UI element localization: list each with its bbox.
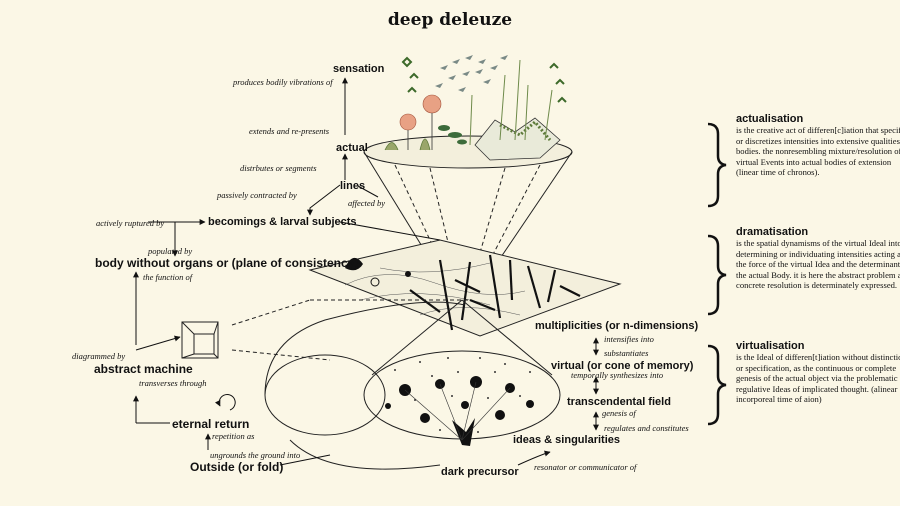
- rel-function-of: the function of: [143, 272, 193, 282]
- node-outside: Outside (or fold): [190, 460, 284, 474]
- node-virtual: virtual (or cone of memory): [551, 360, 694, 372]
- section-virtualisation: virtualisation is the Ideal of differen[…: [736, 340, 900, 405]
- rel-ruptured: actively ruptured by: [96, 218, 165, 228]
- node-actual: actual: [336, 142, 368, 154]
- section-braces: [707, 122, 727, 426]
- rel-substantiates: substantiates: [604, 348, 649, 358]
- dark-precursor-mark: [452, 418, 475, 446]
- node-becomings: becomings & larval subjects: [208, 216, 357, 228]
- section-dramatisation: dramatisation is the spatial dynamisms o…: [736, 226, 900, 291]
- rel-ungrounds: ungrounds the ground into: [210, 450, 301, 460]
- node-ideas-singularities: ideas & singularities: [513, 434, 620, 446]
- node-eternal-return: eternal return: [172, 417, 250, 431]
- tesseract-icon: [181, 321, 219, 359]
- node-abstract-machine: abstract machine: [94, 362, 193, 376]
- rel-genesis: genesis of: [602, 408, 636, 418]
- rel-temporally: temporally synthesizes into: [571, 370, 664, 380]
- rel-produces: produces bodily vibrations of: [233, 77, 333, 87]
- section-actualisation-body: is the creative act of differen[c]iation…: [736, 125, 900, 178]
- node-lines: lines: [340, 180, 366, 192]
- rel-distributes: distrbutes or segments: [240, 163, 317, 173]
- node-graph-arrows: [133, 77, 599, 466]
- rel-intensifies: intensifies into: [604, 334, 654, 344]
- rel-passively: passively contracted by: [217, 190, 297, 200]
- rel-diagrammed: diagrammed by: [72, 351, 126, 361]
- node-transcendental-field: transcendental field: [567, 396, 671, 408]
- node-sensation: sensation: [333, 63, 385, 75]
- section-actualisation: actualisation is the creative act of dif…: [736, 113, 900, 178]
- outside-fold: [231, 299, 468, 470]
- rel-regulates: regulates and constitutes: [604, 423, 689, 433]
- rel-extends: extends and re-presents: [249, 126, 330, 136]
- garden-landscape: [384, 55, 567, 161]
- section-dramatisation-title: dramatisation: [736, 226, 809, 238]
- node-multiplicities: multiplicities (or n-dimensions): [535, 320, 699, 332]
- node-body-without-organs: body without organs or (plane of consist…: [95, 256, 359, 270]
- plane-of-consistency: [308, 239, 622, 337]
- singularity-points: [385, 376, 534, 423]
- section-virtualisation-title: virtualisation: [736, 340, 805, 352]
- rel-populated: populated by: [148, 246, 193, 256]
- section-actualisation-title: actualisation: [736, 113, 804, 125]
- rel-transverses: transverses through: [139, 378, 207, 388]
- page-title: deep deleuze: [387, 10, 513, 30]
- node-dark-precursor: dark precursor: [441, 466, 519, 478]
- rel-resonator: resonator or communicator of: [534, 462, 637, 472]
- section-virtualisation-body: is the Ideal of differen[t]iation withou…: [736, 352, 900, 405]
- section-dramatisation-body: is the spatial dynamisms of the virtual …: [736, 238, 900, 291]
- rel-affected: affected by: [348, 198, 386, 208]
- dots-field: [394, 357, 531, 433]
- rel-repetition: repetition as: [212, 431, 255, 441]
